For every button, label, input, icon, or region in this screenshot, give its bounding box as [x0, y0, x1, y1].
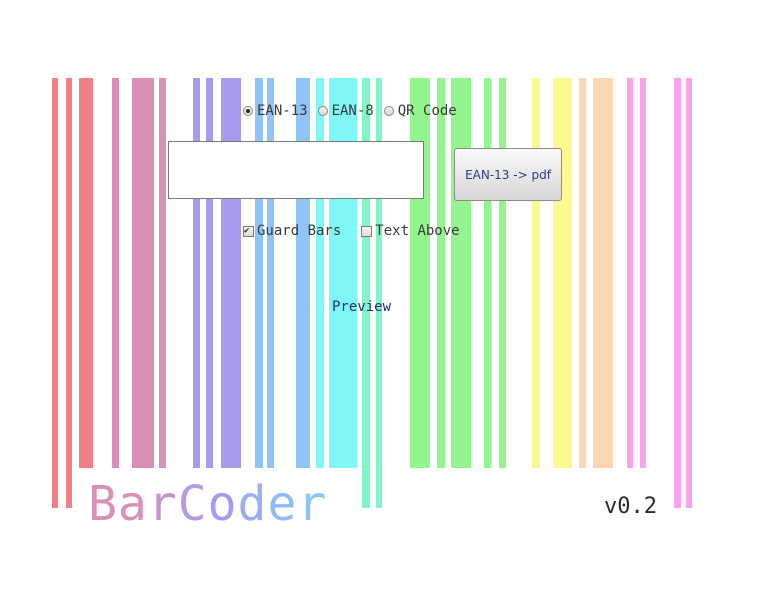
barcode-stripe — [593, 78, 613, 468]
logo-letter: d — [237, 476, 268, 532]
radio-ean8[interactable] — [317, 106, 328, 116]
render-options-group: Guard Bars Text Above — [243, 223, 480, 239]
version-label: v0.2 — [604, 494, 657, 519]
guard-bars-label: Guard Bars — [257, 223, 342, 239]
format-label-ean13: EAN-13 — [257, 103, 308, 119]
preview-link[interactable]: Preview — [332, 299, 392, 315]
logo-letter: B — [88, 476, 118, 532]
generate-pdf-button[interactable]: EAN-13 -> pdf — [454, 148, 562, 201]
logo-letter: a — [117, 476, 148, 532]
checkbox-guard-bars[interactable] — [243, 225, 254, 237]
barcode-format-group: EAN-13 EAN-8 QR Code — [243, 103, 467, 119]
barcode-stripe — [674, 78, 681, 508]
barcode-stripe — [267, 78, 274, 468]
barcode-stripe — [437, 78, 445, 468]
format-label-ean8: EAN-8 — [331, 103, 374, 119]
logo-letter: r — [297, 476, 328, 532]
barcode-stripe — [362, 78, 370, 508]
format-label-qr: QR Code — [397, 103, 457, 119]
code-input[interactable] — [168, 141, 424, 199]
barcode-stripe — [579, 78, 586, 468]
barcode-stripe — [627, 78, 633, 468]
barcode-stripe — [296, 78, 310, 468]
barcode-stripe — [499, 78, 506, 468]
barcode-stripe — [329, 78, 357, 468]
barcode-stripe — [532, 78, 540, 468]
barcode-stripe — [159, 78, 166, 468]
barcode-stripe — [193, 78, 200, 468]
logo-letter: r — [147, 476, 178, 532]
barcode-stripe — [553, 78, 572, 468]
format-option-ean8[interactable]: EAN-8 — [317, 103, 374, 119]
option-guard-bars[interactable]: Guard Bars — [243, 223, 341, 239]
barcode-stripe — [640, 78, 646, 468]
format-option-ean13[interactable]: EAN-13 — [243, 103, 308, 119]
barcode-stripe — [686, 78, 692, 508]
option-text-above[interactable]: Text Above — [361, 223, 460, 239]
app-logo: BarCoder — [88, 476, 327, 532]
checkbox-text-above[interactable] — [361, 225, 373, 237]
logo-letter: e — [267, 476, 298, 532]
barcode-stripe — [206, 78, 213, 468]
barcode-stripe — [112, 78, 119, 468]
barcode-stripe — [66, 78, 72, 508]
logo-letter: C — [177, 476, 208, 532]
barcode-stripe — [79, 78, 93, 468]
format-option-qr[interactable]: QR Code — [383, 103, 457, 119]
text-above-label: Text Above — [375, 223, 460, 239]
radio-ean13[interactable] — [243, 106, 253, 116]
barcode-stripe — [484, 78, 491, 468]
barcode-stripe — [255, 78, 263, 468]
barcode-stripe — [316, 78, 324, 468]
barcode-stripe — [52, 78, 58, 508]
barcode-stripe — [132, 78, 154, 468]
barcode-stripe — [410, 78, 430, 468]
barcode-stripe — [221, 78, 241, 468]
logo-letter: o — [207, 476, 238, 532]
barcode-stripe — [376, 78, 382, 508]
barcode-stripe — [451, 78, 471, 468]
radio-qr[interactable] — [383, 106, 394, 116]
